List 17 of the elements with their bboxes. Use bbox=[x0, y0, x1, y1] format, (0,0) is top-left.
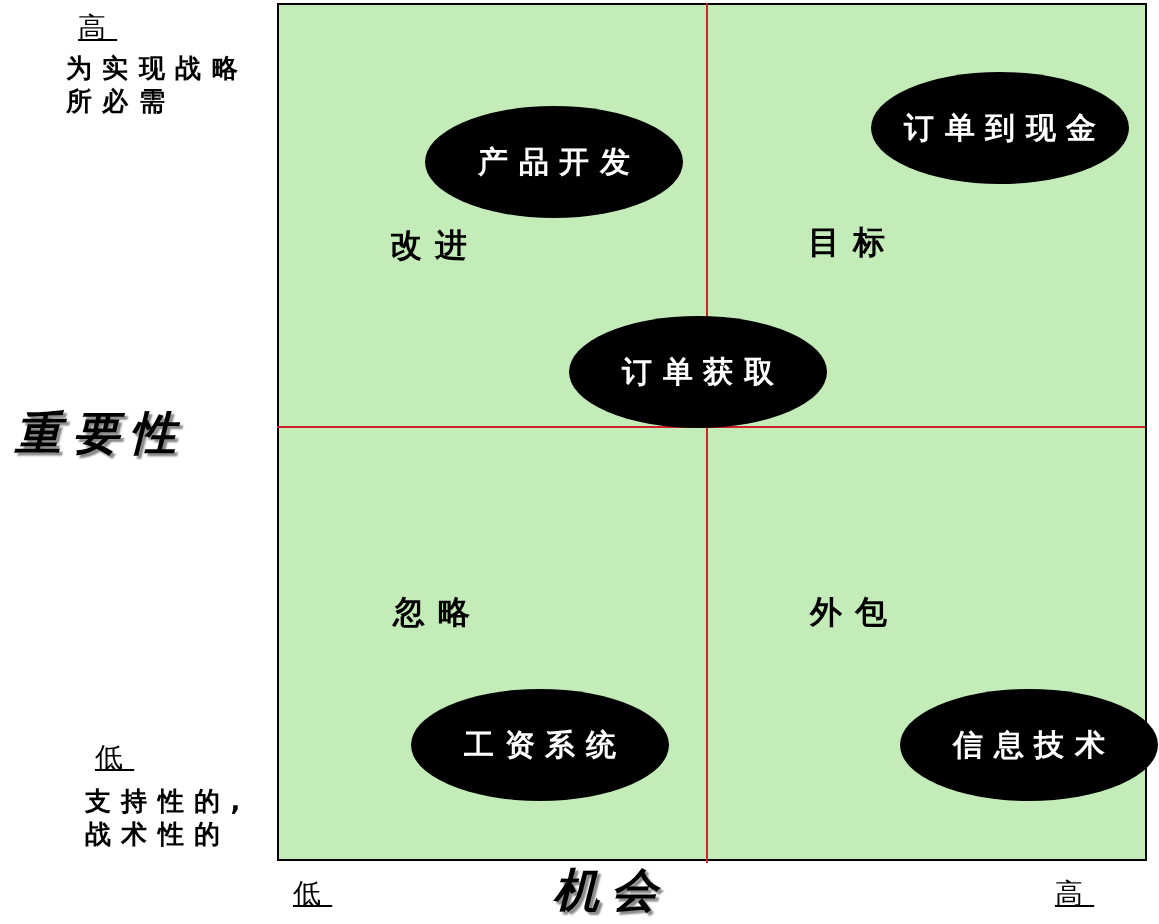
quadrant-label: 目标 bbox=[808, 222, 898, 262]
quadrant-label: 改进 bbox=[390, 225, 480, 265]
node-label: 工资系统 bbox=[464, 725, 627, 764]
axis-tick-label: 高 bbox=[1055, 876, 1095, 911]
axis-title: 机会 bbox=[553, 862, 668, 919]
node-label: 信息技术 bbox=[953, 725, 1116, 764]
node-label: 订单获取 bbox=[622, 352, 785, 391]
axis-note: 支持性的,战术性的 bbox=[85, 785, 252, 850]
quadrant-label: 外包 bbox=[810, 592, 900, 632]
axis-note: 为实现战略所必需 bbox=[66, 52, 249, 117]
node-label: 产品开发 bbox=[478, 142, 641, 181]
node-label: 订单到现金 bbox=[904, 108, 1107, 147]
axis-tick-label: 低 bbox=[95, 740, 135, 775]
quadrant-label: 忽略 bbox=[393, 592, 483, 632]
axis-title: 重要性 bbox=[15, 405, 188, 462]
axis-tick-label: 低 bbox=[293, 876, 333, 911]
axis-tick-label: 高 bbox=[78, 10, 118, 45]
